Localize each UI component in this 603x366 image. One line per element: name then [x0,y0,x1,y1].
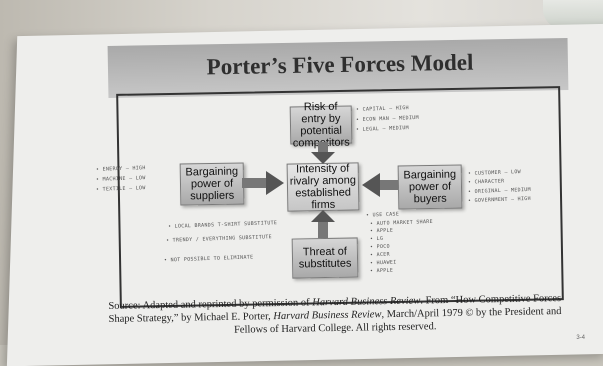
arrowhead-right-icon [266,171,284,195]
arrowhead-left-icon [362,173,380,197]
arrowhead-down-icon [311,152,335,164]
arrowhead-up-icon [311,210,335,222]
page-number: 3-4 [576,335,585,341]
box-label: Threat of substitutes [298,245,352,271]
source-citation: Source: Adapted and reprinted by permiss… [100,292,571,339]
source-text: Source: Adapted and reprinted by permiss… [108,297,313,312]
handwritten-note: • POCO [369,243,390,251]
handwritten-note: • LG [369,235,384,243]
source-journal: Harvard Business Review [273,309,382,323]
box-label: Intensity of rivalry among established f… [289,162,357,212]
handwritten-note: • APPLE [369,267,394,275]
background-object [543,0,603,28]
box-suppliers: Bargaining power of suppliers [179,162,245,206]
box-buyers: Bargaining power of buyers [397,164,463,210]
box-rivalry: Intensity of rivalry among established f… [286,162,360,212]
handwritten-note: • APPLE [369,227,394,235]
handwritten-note: • CHARACTER [467,178,505,186]
box-label: Bargaining power of suppliers [185,165,239,203]
arrow-entry-to-rivalry [318,142,328,154]
arrow-buyers-to-rivalry [378,180,398,190]
box-risk-of-entry: Risk of entry by potential competitors [289,101,353,149]
handwritten-note: • USE CASE [365,211,400,219]
box-substitutes: Threat of substitutes [291,237,359,279]
arrow-suppliers-to-rivalry [242,178,268,188]
handwritten-note: • HUAWEI [369,259,397,267]
handwritten-note: • ACER [369,251,390,259]
box-label: Bargaining power of buyers [403,168,457,206]
arrow-substitutes-to-rivalry [318,222,328,238]
source-journal: Harvard Business Review [312,295,421,309]
